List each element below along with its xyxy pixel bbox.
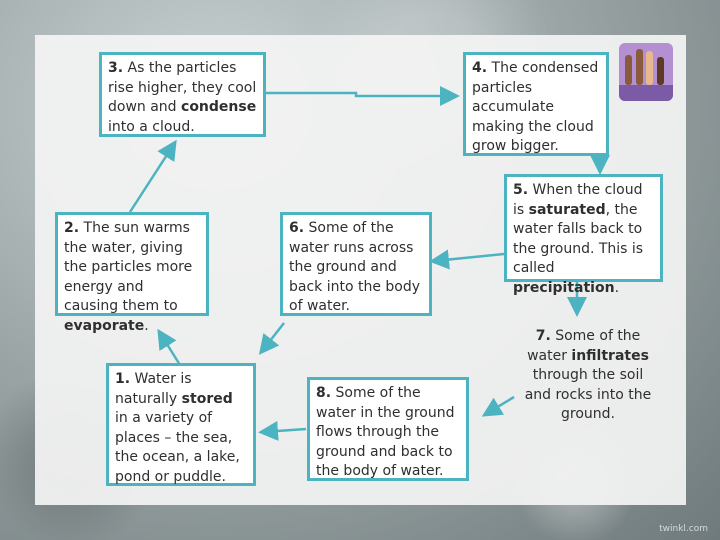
step-1-box: 1. Water is naturally stored in a variet… [106,363,256,486]
watermark: twinkl.com [659,524,708,534]
step-text-end: . [144,317,149,334]
step-number: 1. [115,371,131,387]
keyword-infiltrates: infiltrates [571,347,649,364]
step-text: Some of the water in the ground flows th… [316,385,455,479]
step-number: 8. [316,385,332,401]
step-text-end: through the soil and rocks into the grou… [524,367,652,422]
arrow-5-to-6 [429,249,505,270]
step-7-box: 7. Some of the water infiltrates through… [514,323,662,427]
keyword-saturated: saturated [528,201,606,218]
step-5-box: 5. When the cloud is saturated, the wate… [504,174,663,296]
step-number: 7. [535,328,551,344]
keyword-condense: condense [181,99,257,115]
step-text-end: . [614,279,620,296]
step-text: When the cloud is [513,182,643,218]
raised-hands-icon [619,43,673,101]
arrow-8-to-1 [258,420,307,441]
step-2-box: 2. The sun warms the water, giving the p… [55,212,209,334]
keyword-evaporate: evaporate [64,317,145,334]
arrow-2-to-3 [128,139,177,213]
step-text: As the particles rise higher, they cool … [108,60,257,115]
step-number: 5. [513,182,529,198]
step-6-box: 6. Some of the water runs across the gro… [280,212,432,316]
keyword-precipitation: precipitation [513,279,615,296]
arrow-7-to-8 [481,395,515,417]
step-text: The sun warms the water, giving the part… [64,220,193,314]
step-number: 3. [108,60,124,76]
step-text-end: in a variety of places – the sea, the oc… [115,410,240,485]
step-text: Water is naturally [115,371,192,407]
arrow-1-to-2 [157,328,182,366]
arrow-3-to-4 [265,86,460,106]
step-number: 6. [289,220,305,236]
step-text-end: into a cloud. [108,118,195,135]
step-text-mid: , the water falls back to the ground. Th… [513,201,644,277]
keyword-stored: stored [181,390,233,407]
step-text: Some of the water [527,328,641,364]
step-8-box: 8. Some of the water in the ground flows… [307,377,469,481]
step-3-box: 3. As the particles rise higher, they co… [99,52,266,137]
step-number: 2. [64,220,80,236]
step-text: Some of the water runs across the ground… [289,220,421,314]
step-text: The condensed particles accumulate makin… [472,60,599,154]
step-4-box: 4. The condensed particles accumulate ma… [463,52,609,156]
step-number: 4. [472,60,488,76]
arrow-6-to-1 [258,322,285,355]
